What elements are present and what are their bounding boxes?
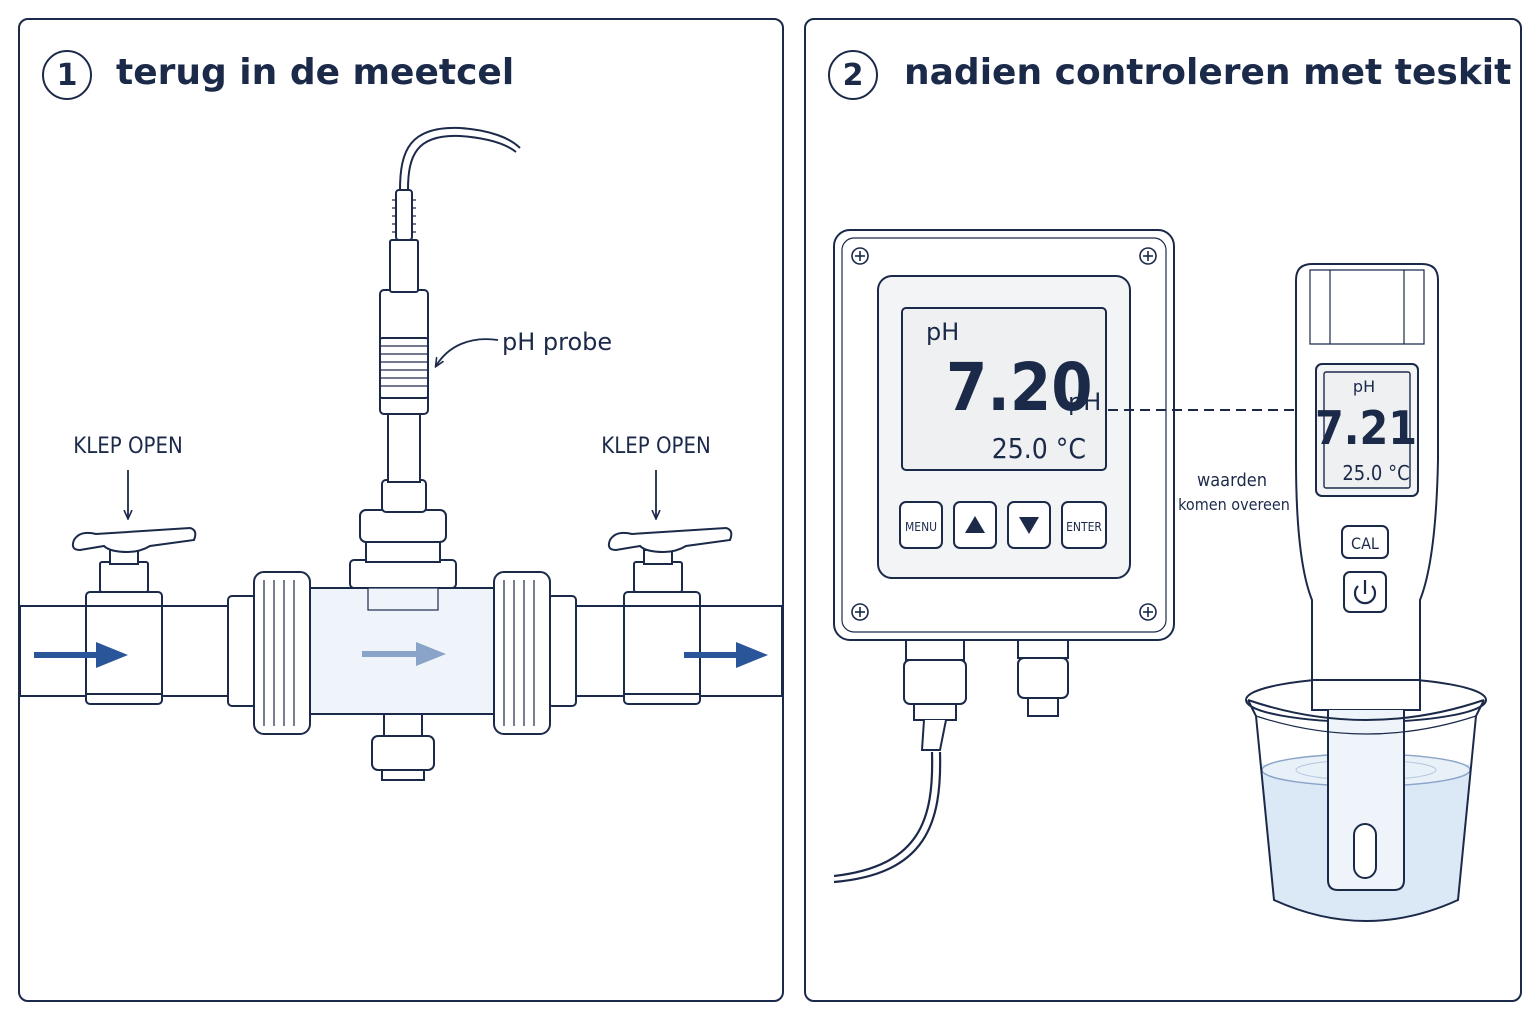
up-triangle-icon [965, 516, 985, 533]
step-2-title: nadien controleren met teskit [904, 52, 1512, 93]
left-valve [71, 526, 197, 705]
menu-button-label: MENU [905, 520, 937, 534]
step-2-number: 2 [828, 50, 878, 100]
flow-arrow-icon [34, 642, 128, 668]
controller-unit: pH [1068, 388, 1101, 416]
probe-leader-arrow [436, 338, 499, 366]
controller-cable [833, 751, 942, 884]
beaker-front [1247, 699, 1485, 922]
ph-probe [379, 126, 521, 483]
menu-button[interactable] [899, 501, 943, 549]
controller-screen [901, 307, 1107, 471]
step-1-title: terug in de meetcel [116, 52, 515, 93]
screw-icon [851, 247, 1157, 621]
right-valve [607, 526, 733, 705]
valve-left-label: KLEP OPEN [73, 434, 183, 459]
flow-arrow-icon [362, 642, 446, 666]
match-label-line1: waarden [1197, 470, 1267, 491]
cable-glands [903, 639, 1069, 751]
tester-param: pH [1353, 377, 1375, 396]
controller-temperature: 25.0 °C [992, 432, 1086, 465]
controller-value: 7.20 [946, 349, 1093, 426]
power-icon [1353, 580, 1377, 605]
tester-value: 7.21 [1315, 401, 1417, 455]
step-1-number: 1 [42, 50, 92, 100]
probe-label: pH probe [502, 328, 612, 356]
tester-temperature: 25.0 °C [1342, 461, 1409, 485]
controller-param: pH [926, 318, 959, 346]
cal-button[interactable] [1341, 525, 1389, 559]
measuring-cell [227, 479, 577, 781]
enter-button-label: ENTER [1066, 520, 1102, 534]
controller-cable [833, 751, 934, 878]
tester-screen [1323, 371, 1411, 489]
down-triangle-icon [1019, 517, 1039, 534]
flow-arrow-icon [684, 642, 768, 668]
valve-right-label: KLEP OPEN [601, 434, 711, 459]
cal-button-label: CAL [1351, 534, 1379, 553]
enter-button[interactable] [1061, 501, 1107, 549]
match-label-line2: komen overeen [1178, 495, 1290, 514]
